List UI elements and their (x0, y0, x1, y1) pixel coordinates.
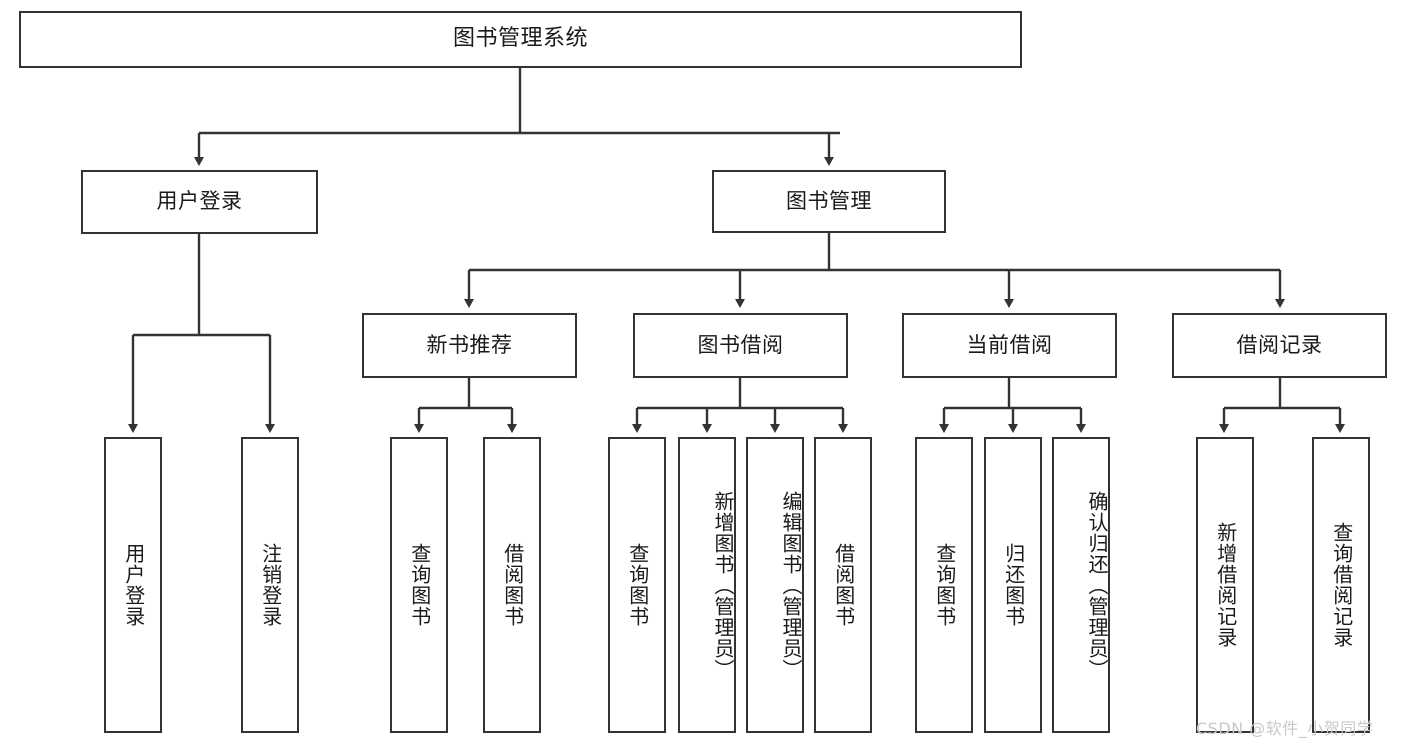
leaf-borrow-add-book-admin[interactable]: 新增图书（管理员） (678, 437, 736, 733)
leaf-user-login[interactable]: 用户登录 (104, 437, 162, 733)
leaf-borrow-edit-book-admin[interactable]: 编辑图书（管理员） (746, 437, 804, 733)
csdn-watermark: CSDN @软件_小贺同学 (1196, 719, 1374, 738)
leaf-record-query[interactable]: 查询借阅记录 (1312, 437, 1370, 733)
node-user-login[interactable]: 用户登录 (81, 170, 318, 234)
node-root[interactable]: 图书管理系统 (19, 11, 1022, 68)
node-current-borrow[interactable]: 当前借阅 (902, 313, 1117, 378)
node-new-book-recommend[interactable]: 新书推荐 (362, 313, 577, 378)
node-borrow-record[interactable]: 借阅记录 (1172, 313, 1387, 378)
node-book-management[interactable]: 图书管理 (712, 170, 946, 233)
leaf-borrow-borrow-book[interactable]: 借阅图书 (814, 437, 872, 733)
leaf-new-book-borrow[interactable]: 借阅图书 (483, 437, 541, 733)
leaf-current-query-book[interactable]: 查询图书 (915, 437, 973, 733)
leaf-record-add[interactable]: 新增借阅记录 (1196, 437, 1254, 733)
leaf-current-return-book[interactable]: 归还图书 (984, 437, 1042, 733)
leaf-current-confirm-return-admin[interactable]: 确认归还（管理员） (1052, 437, 1110, 733)
leaf-logout[interactable]: 注销登录 (241, 437, 299, 733)
node-book-borrow[interactable]: 图书借阅 (633, 313, 848, 378)
leaf-new-book-query[interactable]: 查询图书 (390, 437, 448, 733)
leaf-borrow-query-book[interactable]: 查询图书 (608, 437, 666, 733)
